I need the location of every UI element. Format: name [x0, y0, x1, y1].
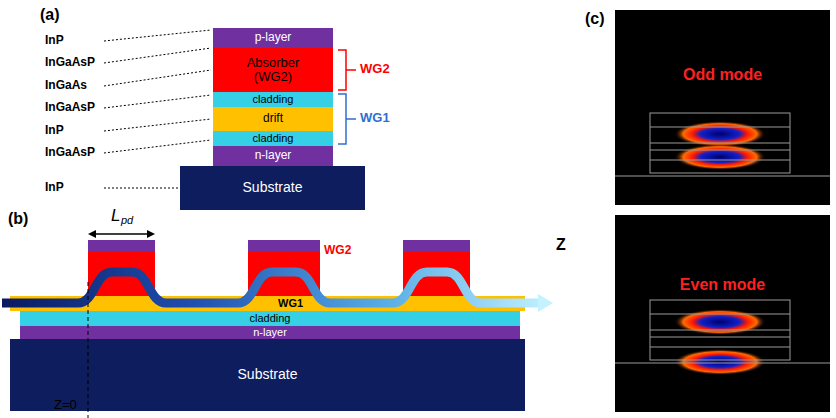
cladding-box: cladding	[213, 92, 333, 107]
light-arrowhead	[538, 294, 553, 312]
wg1-bracket	[338, 94, 356, 144]
material-label: InGaAs	[45, 79, 87, 93]
length-subscript: pd	[121, 214, 133, 227]
panel-label: (a)	[40, 6, 60, 24]
material-label: InP	[45, 34, 64, 48]
light-path	[2, 272, 538, 303]
waveguide-label: WG1	[360, 111, 390, 126]
outline-lines	[615, 127, 830, 176]
leader-line	[104, 95, 211, 108]
layer-text: Absorber (WG2)	[238, 56, 308, 85]
p-layer-cap	[248, 240, 320, 252]
leader-line	[104, 188, 178, 189]
wg1-band: WG1	[10, 296, 525, 311]
cladding-band	[20, 311, 520, 326]
layer-text: cladding	[250, 312, 291, 324]
p-layer-cap	[403, 240, 470, 252]
mode-lobe	[674, 144, 766, 170]
leader-line	[104, 119, 211, 131]
leader-line	[104, 48, 211, 63]
axis-label: Z	[556, 236, 566, 254]
waveguide-outline	[615, 113, 830, 363]
substrate-box: Substrate	[180, 166, 365, 210]
cladding-band: cladding	[20, 311, 520, 326]
origin-label: Z=0	[54, 398, 77, 413]
p-layer-cap	[88, 240, 155, 252]
material-label: InP	[45, 181, 64, 195]
layer-text: n-layer	[255, 149, 292, 162]
cladding-box: cladding	[213, 131, 333, 146]
leader-lines	[104, 30, 211, 188]
mode-panel	[615, 10, 830, 205]
panel-label: (b)	[8, 210, 28, 228]
mode-lobe	[674, 349, 766, 375]
mode-panel: Odd mode	[615, 10, 830, 205]
outline-lines	[615, 314, 830, 363]
z-origin-line	[88, 282, 89, 418]
n-layer-box: n-layer	[213, 146, 333, 166]
dimension-arrowhead	[88, 230, 96, 238]
layer-text: cladding	[253, 132, 294, 144]
material-label: InP	[45, 124, 64, 138]
layer-text: WG1	[278, 297, 303, 309]
material-label: InGaAsP	[45, 101, 95, 115]
n-layer-band	[20, 326, 520, 339]
layer-text: Substrate	[243, 180, 303, 195]
layer-text: Even mode	[680, 276, 765, 294]
mode-panel	[615, 215, 830, 412]
layer-text: Substrate	[238, 367, 298, 382]
substrate-layer	[10, 339, 525, 411]
layer-text: p-layer	[255, 31, 292, 44]
layer-text: cladding	[253, 93, 294, 105]
wg2-bracket	[338, 50, 356, 90]
p-layer-box: p-layer	[213, 28, 333, 48]
layer-text: Odd mode	[683, 66, 762, 84]
layer-text: n-layer	[253, 326, 287, 338]
substrate-band: Substrate	[10, 339, 525, 411]
material-label: InGaAsP	[45, 56, 95, 70]
length-symbol: L	[111, 206, 120, 226]
dimension-arrowhead	[147, 230, 155, 238]
mode-panel: Even mode	[615, 215, 830, 412]
panel-label: (c)	[585, 10, 605, 28]
layer-text: drift	[263, 112, 283, 125]
drift-box: drift	[213, 107, 333, 131]
mode-lobe	[674, 309, 766, 335]
leader-line	[104, 70, 211, 86]
waveguide-label: WG2	[360, 62, 390, 77]
n-layer-band: n-layer	[20, 326, 520, 339]
dimension-line	[95, 233, 148, 235]
leader-line	[104, 140, 211, 153]
waveguide-label: WG2	[324, 244, 351, 258]
material-label: InGaAsP	[45, 146, 95, 160]
absorber-box: Absorber (WG2)	[213, 48, 333, 92]
leader-line	[104, 30, 211, 41]
